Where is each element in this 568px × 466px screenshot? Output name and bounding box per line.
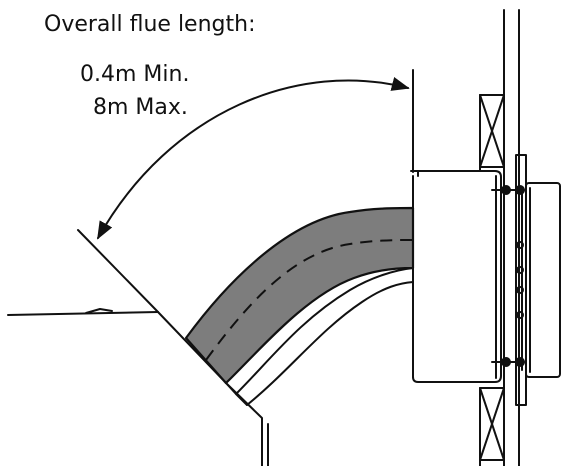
wall bbox=[479, 9, 520, 466]
flue-centreline bbox=[205, 239, 414, 361]
min-length-label: 0.4m Min. bbox=[80, 62, 190, 87]
flue-outer-shell bbox=[225, 267, 414, 406]
flue-terminal bbox=[515, 154, 561, 406]
max-length-label: 8m Max. bbox=[93, 95, 188, 120]
flue-length-title: Overall flue length: bbox=[44, 12, 256, 37]
dimension-arc bbox=[97, 76, 410, 240]
wall-batten-upper bbox=[479, 94, 505, 168]
flue-pipe bbox=[184, 206, 415, 385]
floor-line bbox=[7, 308, 159, 316]
flue-collar-box bbox=[410, 170, 502, 383]
wall-batten-lower bbox=[479, 387, 505, 461]
extension-lines bbox=[77, 69, 414, 313]
